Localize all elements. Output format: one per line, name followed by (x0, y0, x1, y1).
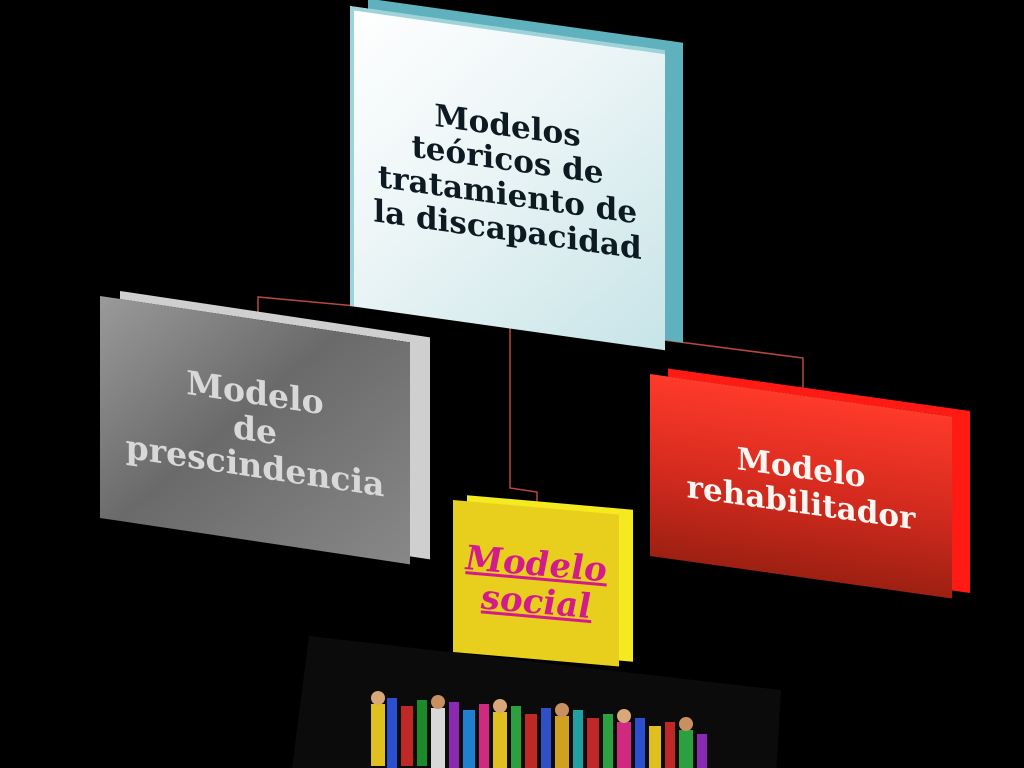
connector-center (509, 320, 538, 516)
node-prescindencia: Modelo de prescindencia (100, 296, 410, 565)
people-crowd-image (292, 636, 781, 768)
root-node: Modelos teóricos de tratamiento de la di… (350, 6, 665, 351)
crowd-figures (371, 691, 707, 768)
center-line-2: social (480, 577, 592, 628)
